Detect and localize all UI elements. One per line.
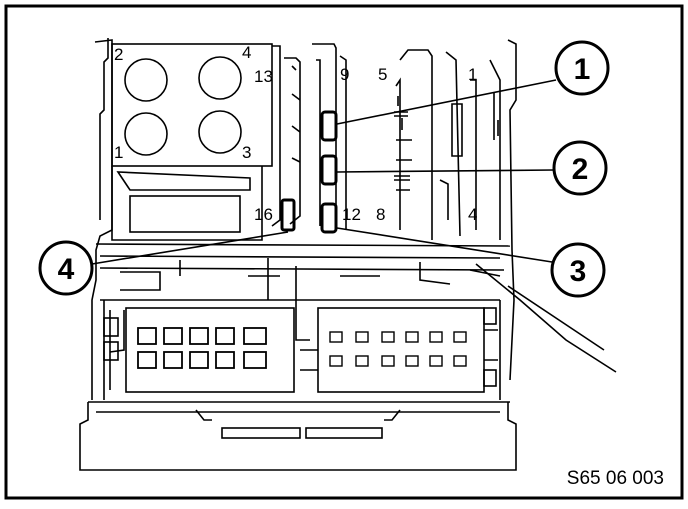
lower-cavities-left (137, 327, 267, 369)
leader-line-1 (336, 79, 557, 125)
pin-label-13: 13 (254, 67, 273, 86)
pin-label-2: 2 (114, 45, 123, 64)
pin-label-1: 1 (114, 143, 123, 162)
pin-label-16: 16 (254, 205, 273, 224)
callout-1: 1 (554, 40, 610, 96)
pin-label-8: 8 (376, 205, 385, 224)
pin-label-pin-4: 4 (468, 205, 477, 224)
pin-label-pin-1: 1 (468, 65, 477, 84)
leader-line-4 (91, 231, 289, 265)
figure-id: S65 06 003 (567, 468, 664, 489)
callout-4: 4 (38, 240, 94, 296)
leader-lines (91, 79, 557, 265)
pin-label-4: 4 (242, 43, 251, 62)
lower-cavities-right (329, 331, 467, 367)
pin-label-12: 12 (342, 205, 361, 224)
pin-label-3: 3 (242, 143, 251, 162)
callout-2: 2 (552, 140, 608, 196)
pin-label-5: 5 (378, 65, 387, 84)
outer-border (4, 4, 684, 500)
pin-labels: 2 4 1 3 13 9 5 1 16 12 8 4 (114, 43, 477, 224)
leader-line-2 (336, 169, 555, 173)
callout-3: 3 (550, 242, 606, 298)
callout-2-label: 2 (572, 153, 589, 186)
callout-3-label: 3 (570, 255, 587, 288)
connector-housing (79, 38, 617, 471)
callout-1-label: 1 (574, 53, 591, 86)
callout-4-label: 4 (58, 253, 75, 286)
leader-line-3 (336, 227, 553, 263)
pin-label-9: 9 (340, 65, 349, 84)
